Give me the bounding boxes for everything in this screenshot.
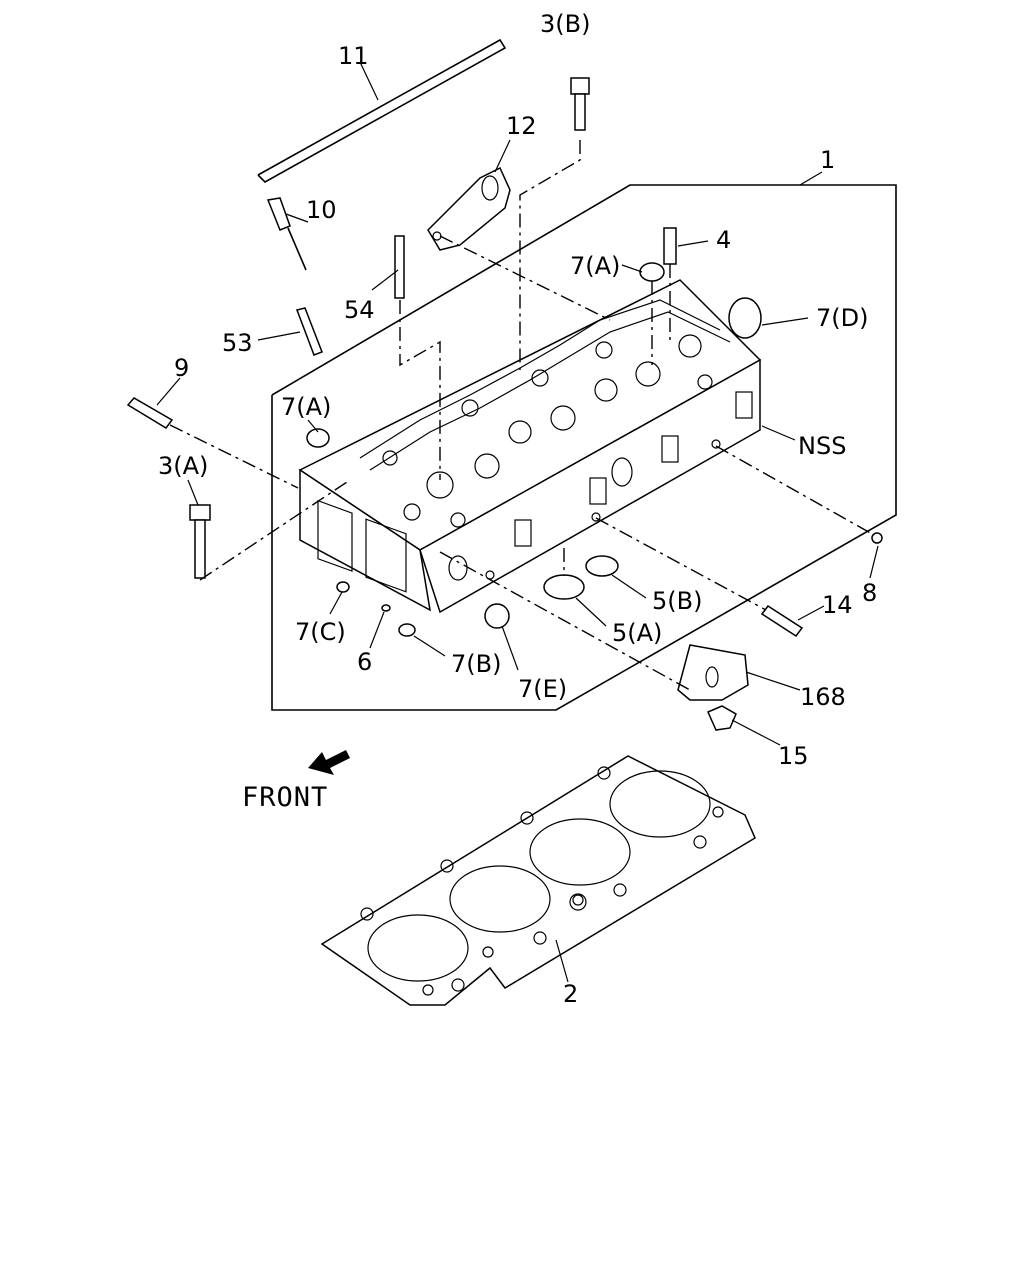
part-7b-plug xyxy=(398,623,416,637)
part-3b-bolt xyxy=(570,77,590,131)
part-11-rail xyxy=(257,38,507,183)
callout-5a: 5(A) xyxy=(612,619,662,647)
callout-53: 53 xyxy=(222,329,253,357)
part-5a-seal xyxy=(543,574,585,600)
part-168-bracket xyxy=(677,644,749,701)
part-14-stud xyxy=(760,604,804,638)
callout-5b: 5(B) xyxy=(652,587,702,615)
align-line-12 xyxy=(439,235,611,321)
part-6-pin xyxy=(381,604,391,612)
callout-nss: NSS xyxy=(798,432,846,460)
part-7d-plug xyxy=(728,297,762,339)
front-label: FRONT xyxy=(242,782,328,813)
callout-7b: 7(B) xyxy=(451,650,501,678)
align-line-3b xyxy=(519,140,581,370)
part-53-stud xyxy=(296,307,323,356)
callout-54: 54 xyxy=(344,296,375,324)
callout-8: 8 xyxy=(862,579,877,607)
callout-9: 9 xyxy=(174,354,189,382)
align-line-9 xyxy=(169,424,299,489)
callout-7e: 7(E) xyxy=(518,675,567,703)
callout-7d: 7(D) xyxy=(816,304,868,332)
callout-15: 15 xyxy=(778,742,809,770)
part-4-dowel xyxy=(663,227,677,265)
align-line-168 xyxy=(439,551,691,691)
callout-3a: 3(A) xyxy=(158,452,208,480)
part-7a-plug-top xyxy=(639,262,665,282)
part-5b-seal xyxy=(585,555,619,577)
callout-7c: 7(C) xyxy=(295,618,346,646)
callout-1: 1 xyxy=(820,146,835,174)
part-7c-plug xyxy=(336,581,350,593)
callout-7a-left: 7(A) xyxy=(281,393,331,421)
part-3a-bolt xyxy=(189,504,211,579)
callout-7a-top: 7(A) xyxy=(570,252,620,280)
align-line-3a xyxy=(199,479,351,581)
callout-168: 168 xyxy=(800,683,846,711)
part-10-glow-plug xyxy=(266,197,307,271)
part-7a-plug-left xyxy=(306,428,330,448)
callout-12: 12 xyxy=(506,112,537,140)
align-line-14 xyxy=(595,517,767,611)
callout-10: 10 xyxy=(306,196,337,224)
callout-6: 6 xyxy=(357,648,372,676)
part-9-stud xyxy=(126,397,174,429)
assembly-frame xyxy=(271,184,897,711)
front-arrow-icon xyxy=(308,750,350,775)
callout-2: 2 xyxy=(563,980,578,1008)
part-12-plate xyxy=(427,166,511,251)
callout-4: 4 xyxy=(716,226,731,254)
part-8-plug xyxy=(871,532,883,544)
cylinder-head xyxy=(298,279,762,614)
align-line-8 xyxy=(715,445,875,536)
head-gasket xyxy=(320,755,756,1006)
callout-14: 14 xyxy=(822,591,853,619)
callout-11: 11 xyxy=(338,42,369,70)
part-15-bolt xyxy=(707,705,737,731)
callout-3b: 3(B) xyxy=(540,10,590,38)
align-line-54 xyxy=(399,300,441,480)
part-54-stud xyxy=(394,235,405,299)
part-7e-plug xyxy=(484,603,510,629)
